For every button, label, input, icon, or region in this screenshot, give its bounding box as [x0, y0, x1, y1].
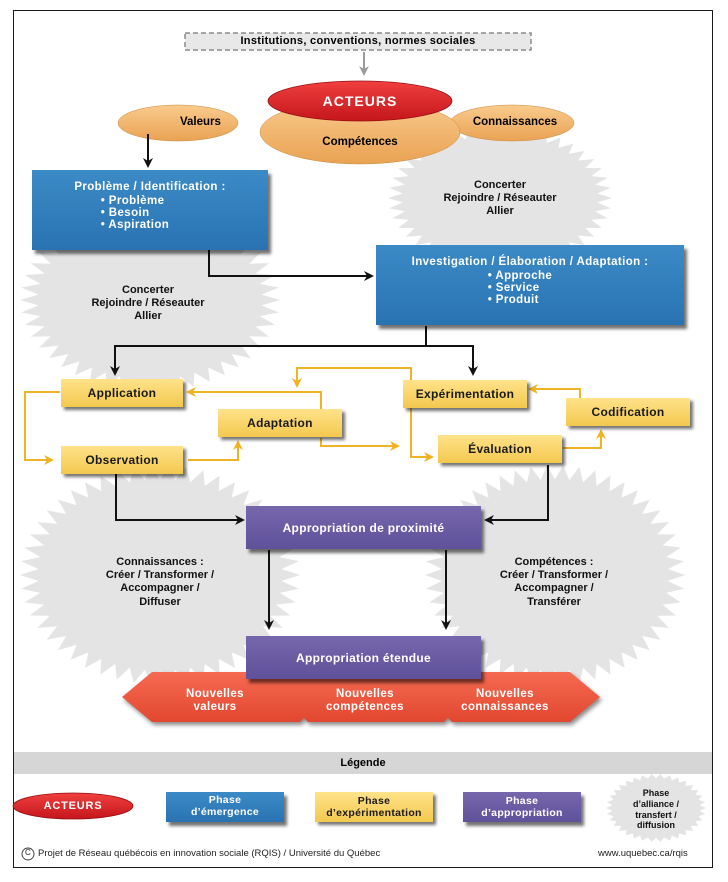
outcome-valeurs-shape [122, 672, 324, 722]
legend-alliance-burst-shape [606, 774, 706, 842]
legend-experimentation: Phase d’expérimentation [315, 792, 433, 822]
actors-label: ACTEURS [322, 93, 398, 109]
legend-line: Phase [357, 794, 391, 807]
legend-line: diffusion [637, 820, 675, 831]
legend-appropriation: Phase d’appropriation [463, 792, 581, 822]
burst-line: Rejoindre / Réseauter [443, 192, 557, 205]
legend-line: transfert / [635, 809, 677, 820]
petal-connaissances: Connaissances [472, 116, 558, 128]
arrow-evaluation-to-codification [563, 429, 606, 449]
legend-line: Phase [642, 788, 670, 798]
outcome-competences: Nouvelles compétences [300, 688, 430, 714]
legend-line: d’alliance / [632, 798, 680, 809]
outcome-connaissances-shape [428, 672, 600, 722]
experimentation-box: Expérimentation [403, 380, 527, 408]
alliance-burst-connaissances: Connaissances : Créer / Transformer / Ac… [90, 556, 230, 609]
alliance-burst-left: Concerter Rejoindre / Réseauter Allier [78, 284, 218, 324]
legend-line: Phase [208, 794, 242, 806]
footer-url[interactable]: www.uquebec.ca/rqis [598, 848, 688, 859]
emergence-probleme-title: Problème / Identification : [74, 181, 226, 193]
legend-emergence: Phase d’émergence [166, 792, 284, 822]
actors-ellipse [267, 80, 453, 122]
appropriation-proximite-box: Appropriation de proximité [246, 506, 481, 549]
arrow-adaptation-to-evaluation [320, 438, 400, 451]
outcome-line: Nouvelles [476, 688, 534, 700]
outcome-connaissances: Nouvelles connaissances [440, 688, 570, 714]
burst-line: Connaissances : [116, 556, 204, 568]
burst-line: Compétences : [514, 556, 594, 568]
outcome-competences-shape [284, 672, 468, 722]
arrow-evaluation-to-proximite [484, 465, 549, 525]
emergence-investigation-title: Investigation / Élaboration / Adaptation… [411, 256, 649, 268]
petal-valeurs: Valeurs [180, 116, 221, 128]
burst-line: Accompagner / [514, 582, 594, 595]
legend-line: Phase [505, 794, 539, 807]
petal-competences: Compétences [322, 136, 398, 148]
outcome-valeurs: Nouvelles valeurs [160, 688, 270, 714]
outcome-line: Nouvelles [336, 688, 394, 700]
outcomes [122, 672, 600, 722]
emergence-probleme-item: • Besoin [100, 207, 150, 219]
alliance-burst-competences: Compétences : Créer / Transformer / Acco… [484, 556, 624, 609]
emergence-probleme-item: • Aspiration [100, 219, 170, 231]
legend-alliance: Phase d’alliance / transfert / diffusion [606, 788, 706, 831]
codification-box: Codification [566, 398, 690, 426]
outcome-line: connaissances [461, 701, 549, 714]
alliance-burst-top-right: Concerter Rejoindre / Réseauter Allier [430, 179, 570, 219]
outcome-line: valeurs [193, 701, 237, 714]
diagram-frame [13, 10, 713, 868]
institutions-box [184, 32, 532, 51]
application-box: Application [61, 379, 183, 407]
petal-valeurs-shape [117, 104, 239, 142]
legend-line: d’appropriation [481, 807, 563, 819]
actors-petals [117, 80, 575, 165]
legend-actors-ellipse [12, 792, 134, 820]
arrow-application-to-observation [24, 391, 60, 465]
arrow-codification-to-experimentation [528, 384, 581, 400]
burst-line: Allier [134, 310, 162, 323]
alliance-burst-top-right-shape [388, 126, 612, 270]
legend-title: Légende [14, 752, 712, 774]
adaptation-box: Adaptation [218, 409, 342, 437]
arrow-adaptation-to-application [186, 387, 322, 410]
evaluation-box: Évaluation [438, 435, 562, 463]
institutions-label: Institutions, conventions, normes social… [240, 35, 476, 47]
emergence-investigation-item: • Approche [487, 270, 553, 282]
emergence-investigation-box: Investigation / Élaboration / Adaptation… [376, 245, 684, 325]
burst-line: Concerter [122, 284, 174, 296]
legend-actors-label: ACTEURS [43, 800, 103, 812]
arrow-investigation-to-application [110, 326, 427, 376]
legend-line: d’expérimentation [326, 807, 422, 819]
burst-line: Rejoindre / Réseauter [91, 297, 205, 310]
arrow-observation-to-proximite [115, 472, 245, 525]
arrow-investigation-to-experimentation [426, 345, 478, 376]
emergence-investigation-item: • Produit [487, 294, 539, 306]
burst-line: Transférer [527, 595, 581, 608]
outcome-line: compétences [326, 701, 404, 714]
legend-line: d’émergence [190, 806, 260, 819]
appropriation-etendue-box: Appropriation étendue [246, 636, 481, 679]
burst-line: Concerter [474, 179, 526, 191]
emergence-probleme-box: Problème / Identification : • Problème •… [32, 170, 268, 250]
outcome-line: Nouvelles [186, 688, 244, 700]
burst-line: Allier [486, 205, 514, 218]
observation-box: Observation [61, 446, 183, 474]
copyright-icon [21, 847, 35, 861]
burst-line: Accompagner / [120, 582, 200, 595]
arrow-probleme-to-investigation [208, 248, 374, 281]
emergence-probleme-item: • Problème [100, 195, 165, 207]
burst-line: Créer / Transformer / [499, 569, 609, 582]
copyright-symbol: C [25, 848, 31, 857]
emergence-investigation-item: • Service [487, 282, 540, 294]
footer-credit: Projet de Réseau québécois en innovation… [38, 848, 381, 859]
burst-line: Diffuser [139, 595, 181, 608]
arrow-experimentation-to-adaptation [292, 367, 412, 388]
burst-line: Créer / Transformer / [105, 569, 215, 582]
arrow-experimentation-to-evaluation [410, 408, 434, 462]
arrow-observation-to-adaptation [188, 440, 243, 461]
